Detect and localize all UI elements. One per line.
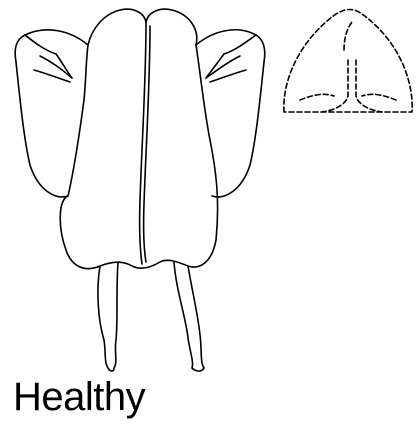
carcass-outline-icon [15, 9, 265, 371]
cross-section-outline-icon [284, 10, 412, 113]
caption-label: Healthy [13, 373, 145, 421]
